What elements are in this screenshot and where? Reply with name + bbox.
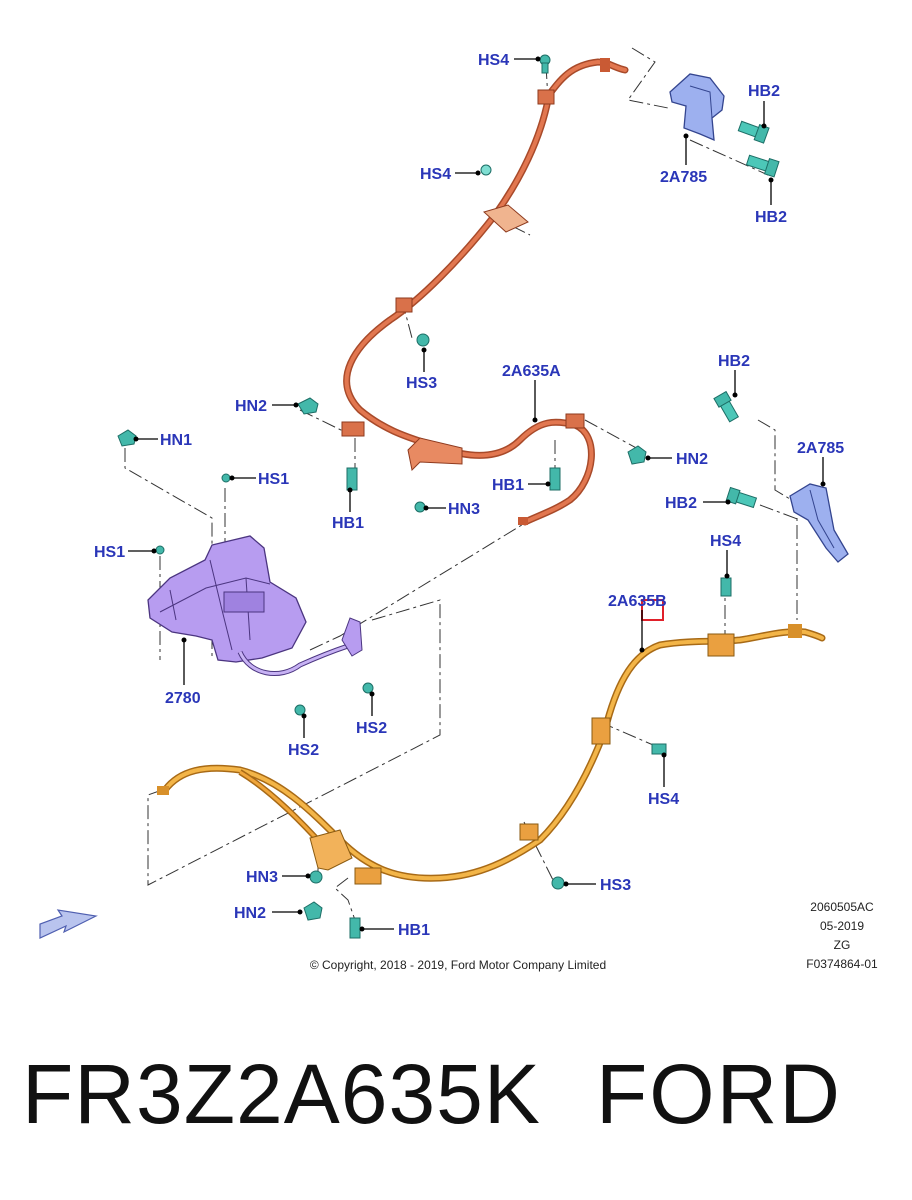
meta-ref: F0374864-01 (806, 957, 878, 971)
nut-hn2-right (627, 445, 647, 465)
clip-hs3-lower (551, 876, 565, 890)
clip-hs1-b (155, 545, 165, 555)
nut-hn2-lower (303, 901, 323, 921)
clip-hs2-right (362, 682, 374, 694)
clip-hs2-left (294, 704, 306, 716)
callout-hb1-mid: HB1 (492, 477, 524, 494)
callouts: HS4 HS4 HB2 2A785 HB2 HS3 2A635A HN2 HN1… (94, 52, 844, 939)
drawing-meta: 2060505AC 05-2019 ZG F0374864-01 (806, 900, 878, 971)
bracket-2a785-top (669, 73, 725, 142)
callout-hb2-right-b: HB2 (665, 495, 697, 512)
callout-hn2-lower: HN2 (234, 905, 266, 922)
callout-hs3-lower: HS3 (600, 877, 631, 894)
callout-hs1-b: HS1 (94, 544, 125, 561)
callout-hb1-lower: HB1 (398, 922, 430, 939)
lower-cable-2a635b[interactable] (157, 624, 826, 885)
meta-zg: ZG (834, 938, 851, 952)
callout-2a785-top: 2A785 (660, 169, 707, 186)
bracket-2a785-right (789, 483, 849, 563)
callout-hs4-mid: HS4 (420, 166, 451, 183)
callout-2780: 2780 (165, 690, 201, 707)
callout-hn2-right: HN2 (676, 451, 708, 468)
callout-hs1-a: HS1 (258, 471, 289, 488)
callout-2a635b: 2A635B (608, 593, 667, 610)
callout-hn2-left: HN2 (235, 398, 267, 415)
callout-hs2-left: HS2 (288, 742, 319, 759)
bolt-hb1-lower (349, 917, 361, 939)
callout-2a635a: 2A635A (502, 363, 561, 380)
callout-hn1: HN1 (160, 432, 192, 449)
callout-hn3-top: HN3 (448, 501, 480, 518)
parking-brake-cable-diagram: HS4 HS4 HB2 2A785 HB2 HS3 2A635A HN2 HN1… (39, 47, 878, 972)
front-arrow-icon (39, 909, 98, 939)
nut-hn3-top (414, 501, 426, 513)
bolt-hb1-left (346, 467, 358, 491)
bolt-hb2-right-b (725, 486, 758, 509)
bolt-hb2-right-a (713, 390, 740, 423)
callout-leaders (128, 56, 826, 932)
callout-hs3-top: HS3 (406, 375, 437, 392)
meta-date: 05-2019 (820, 919, 864, 933)
clip-hs3-top (416, 333, 430, 347)
nut-hn3-lower (309, 870, 323, 884)
nut-hn1 (117, 429, 137, 447)
bolt-hb2-top2 (745, 154, 780, 178)
nut-hn2-left (297, 397, 319, 415)
clip-hs1-a (221, 473, 231, 483)
parking-brake-lever-2780 (147, 535, 363, 676)
callout-hs4-right: HS4 (710, 533, 741, 550)
callout-hb1-left: HB1 (332, 515, 364, 532)
bolt-hb1-mid (549, 467, 561, 491)
fasteners (117, 54, 780, 939)
callout-hb2-top: HB2 (748, 83, 780, 100)
callout-2a785-right: 2A785 (797, 440, 844, 457)
copyright-text: © Copyright, 2018 - 2019, Ford Motor Com… (310, 958, 606, 972)
callout-hn3-lower: HN3 (246, 869, 278, 886)
callout-hb2-top2: HB2 (755, 209, 787, 226)
callout-hb2-right-a: HB2 (718, 353, 750, 370)
callout-hs2-right: HS2 (356, 720, 387, 737)
clip-hs4-right (720, 577, 732, 597)
callout-hs4-top: HS4 (478, 52, 509, 69)
clip-hs4-lower (651, 743, 667, 755)
callout-hs4-lower: HS4 (648, 791, 679, 808)
part-number: FR3Z2A635K (22, 1047, 541, 1141)
clip-hs4-mid (480, 164, 492, 176)
upper-cable-2a635a (341, 58, 629, 526)
meta-code: 2060505AC (810, 900, 874, 914)
brand-name: FORD (596, 1047, 842, 1141)
